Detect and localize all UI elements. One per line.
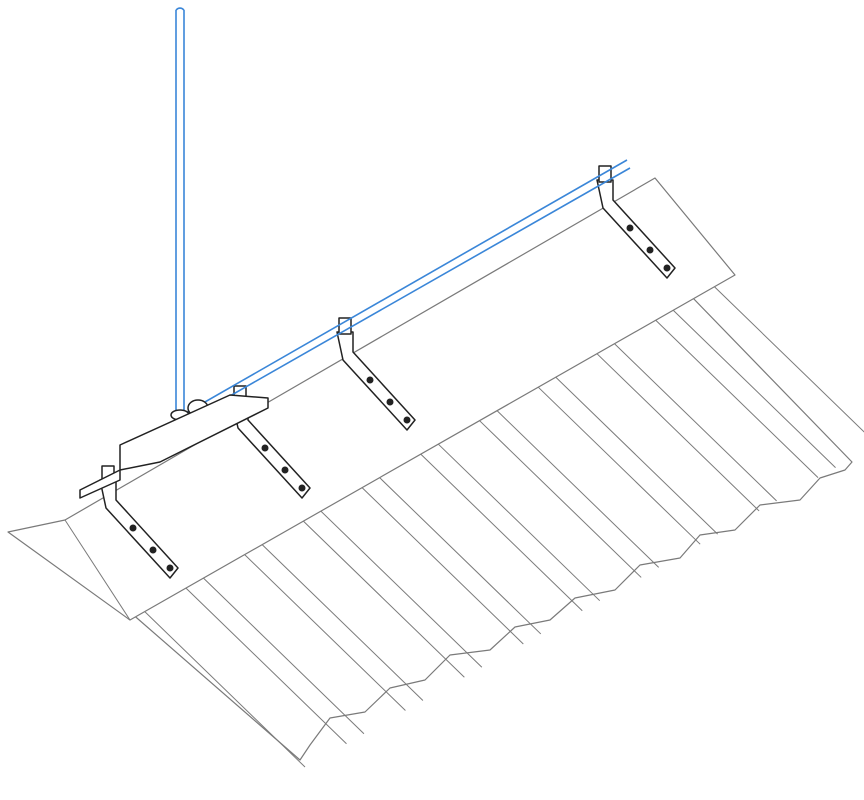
corrugation-line [257,540,424,701]
corrugation-line [181,583,347,745]
corrugation-line [375,473,542,635]
corrugation-line [416,450,583,612]
conductor-line-lower [185,167,631,422]
corrugation-line [475,417,642,578]
corrugation-line [652,317,819,479]
ridge-bracket [596,165,676,279]
corrugation-line [711,284,864,433]
corrugation-line [316,506,483,668]
corrugation-line [493,407,660,568]
corrugation-lines [139,284,864,768]
corrugation-line [357,483,524,645]
corrugation-line [593,350,760,512]
corrugation-line [198,573,365,735]
corrugation-line [534,383,701,545]
corrugation-line [434,440,601,602]
roof-brackets [99,165,676,579]
corrugation-line [611,340,777,502]
corrugation-line [552,373,718,535]
lightning-rod [79,7,269,499]
conductor-line-upper [183,159,628,415]
corrugation-line [670,307,836,468]
rod-base-plate [79,394,269,499]
ridge-bracket [336,317,416,431]
ridge-cap [7,177,736,621]
corrugated-roof-panel [129,284,864,768]
corrugation-line [240,550,406,711]
down-conductor-wire [183,159,631,422]
corrugation-line [299,516,465,678]
rod-outline [175,7,185,412]
corrugation-line [139,606,306,768]
